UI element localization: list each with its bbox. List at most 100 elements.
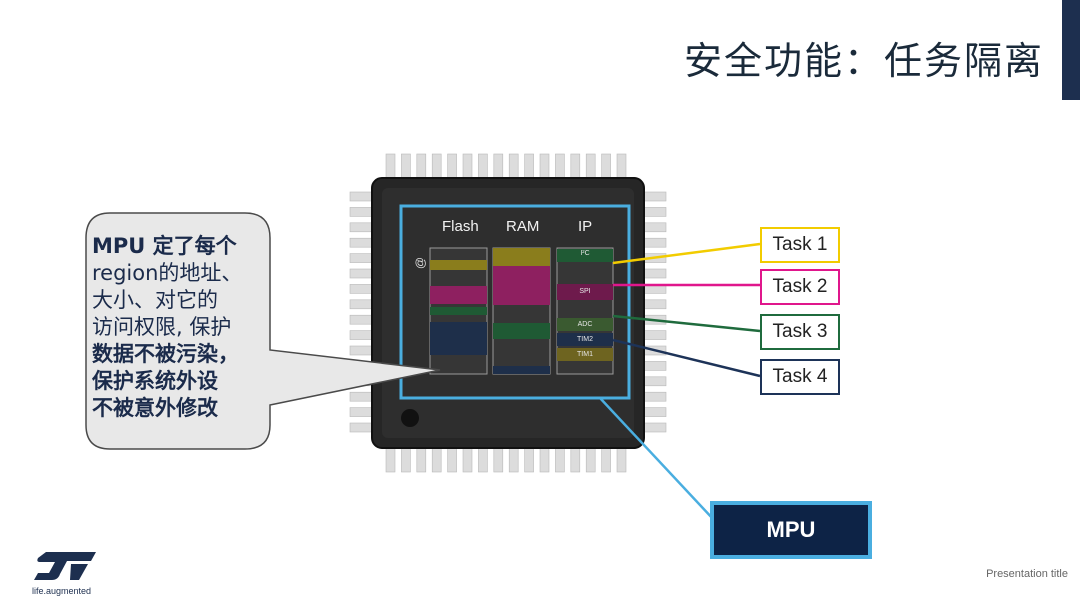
callout-line-6: 保护系统外设 xyxy=(92,369,218,393)
chip-pin xyxy=(570,447,581,473)
chip-pin xyxy=(493,153,504,179)
chip-pin xyxy=(416,447,427,473)
chip-pin xyxy=(349,345,373,356)
ip-label-tim2: TIM2 xyxy=(577,336,593,343)
callout-line-1: MPU 定了每个 xyxy=(92,234,237,258)
chip-pin xyxy=(462,447,473,473)
chip-pin xyxy=(478,153,488,179)
callout-line-3: 大小、对它的 xyxy=(92,288,218,312)
ram-region-task2 xyxy=(493,266,550,305)
address-marker: @ xyxy=(413,256,428,270)
task-3-box: Task 3 xyxy=(760,314,840,350)
chip-pin xyxy=(555,153,565,179)
title-accent-bar xyxy=(1062,0,1080,100)
ram-region-task4 xyxy=(493,366,550,374)
task-4-box: Task 4 xyxy=(760,359,840,395)
chip-pin xyxy=(585,447,596,473)
logo-tagline: life.augmented xyxy=(32,586,92,596)
chip-pin xyxy=(462,153,473,179)
chip-pin xyxy=(508,153,519,179)
flash-memory-map xyxy=(429,247,488,375)
chip-pin xyxy=(349,237,373,248)
chip-pin xyxy=(643,237,667,248)
page-title: 安全功能：任务隔离 xyxy=(683,39,1044,83)
chip-pin xyxy=(349,207,373,217)
ip-region-tim2 xyxy=(557,333,613,346)
chip-pin xyxy=(616,447,627,473)
chip-pin xyxy=(643,191,667,202)
callout-line-7: 不被意外修改 xyxy=(92,396,218,420)
chip-pin xyxy=(643,268,667,279)
callout-bubble xyxy=(85,212,441,450)
flash-column-label: Flash xyxy=(442,218,479,235)
chip-pin xyxy=(643,299,667,310)
st-logo xyxy=(34,552,96,580)
chip-pin xyxy=(524,153,534,179)
chip-pin xyxy=(643,330,667,340)
ip-region-tim1 xyxy=(557,348,613,361)
chip-pin xyxy=(643,407,667,417)
chip-pin xyxy=(447,153,457,179)
flash-region-task2 xyxy=(430,286,487,304)
chip-pin xyxy=(524,447,534,473)
chip-pin xyxy=(643,422,667,433)
mpu-frame xyxy=(399,204,631,400)
ip-label-i2c: I²C xyxy=(580,250,590,257)
ip-region-spi xyxy=(557,284,613,300)
chip-pin xyxy=(643,391,667,402)
task-1-box: Task 1 xyxy=(760,227,840,263)
flash-region-task1 xyxy=(430,260,487,270)
chip-pin xyxy=(385,447,396,473)
chip-pin xyxy=(601,153,611,179)
ip-region-i2c xyxy=(557,249,613,262)
chip-pin xyxy=(349,422,373,433)
chip-pin xyxy=(349,314,373,325)
ip-region-adc xyxy=(557,318,613,331)
ram-region-task1 xyxy=(493,248,550,266)
chip-pin xyxy=(385,153,396,179)
flash-region-task3 xyxy=(430,307,487,315)
chip-pin xyxy=(643,222,667,233)
callout-line-4: 访问权限, 保护 xyxy=(92,315,232,339)
chip-pin1-dot xyxy=(401,409,419,427)
ram-column-label: RAM xyxy=(506,218,540,235)
task4-connector xyxy=(612,338,761,378)
mpu-connector xyxy=(599,397,715,521)
chip-pin xyxy=(555,447,565,473)
chip-pin xyxy=(349,407,373,417)
ip-label-tim1: TIM1 xyxy=(577,351,593,358)
flash-region-task4 xyxy=(430,322,487,355)
task-2-box: Task 2 xyxy=(760,269,840,305)
ip-label-adc: ADC xyxy=(577,321,593,328)
ram-region-task3 xyxy=(493,323,550,339)
task1-connector xyxy=(612,242,761,265)
chip-pin xyxy=(349,299,373,310)
chip-pin xyxy=(416,153,427,179)
chip-pin xyxy=(616,153,627,179)
chip-pin xyxy=(349,268,373,279)
chip-pin xyxy=(493,447,504,473)
chip-pin xyxy=(539,447,550,473)
callout-line-2: region的地址、 xyxy=(92,261,243,285)
chip-pin xyxy=(447,447,457,473)
chip-pin xyxy=(601,447,611,473)
chip-pin xyxy=(643,207,667,217)
ip-column-label: IP xyxy=(578,218,593,235)
ip-memory-map xyxy=(556,247,614,375)
footer-title: Presentation title xyxy=(986,568,1068,580)
chip-pin xyxy=(349,284,373,294)
chip-pin xyxy=(401,153,411,179)
chip-pin xyxy=(349,391,373,402)
chip-pin xyxy=(539,153,550,179)
chip-pin xyxy=(349,253,373,263)
chip-pin xyxy=(431,153,442,179)
callout-text: MPU 定了每个 region的地址、 大小、对它的 访问权限, 保护 数据不被… xyxy=(92,233,262,422)
chip-pin xyxy=(349,191,373,202)
chip-pin xyxy=(585,153,596,179)
ram-memory-map xyxy=(492,247,551,375)
task3-connector xyxy=(612,314,761,333)
chip-pin xyxy=(401,447,411,473)
chip-pin xyxy=(643,376,667,387)
mpu-label-box: MPU xyxy=(710,501,872,559)
